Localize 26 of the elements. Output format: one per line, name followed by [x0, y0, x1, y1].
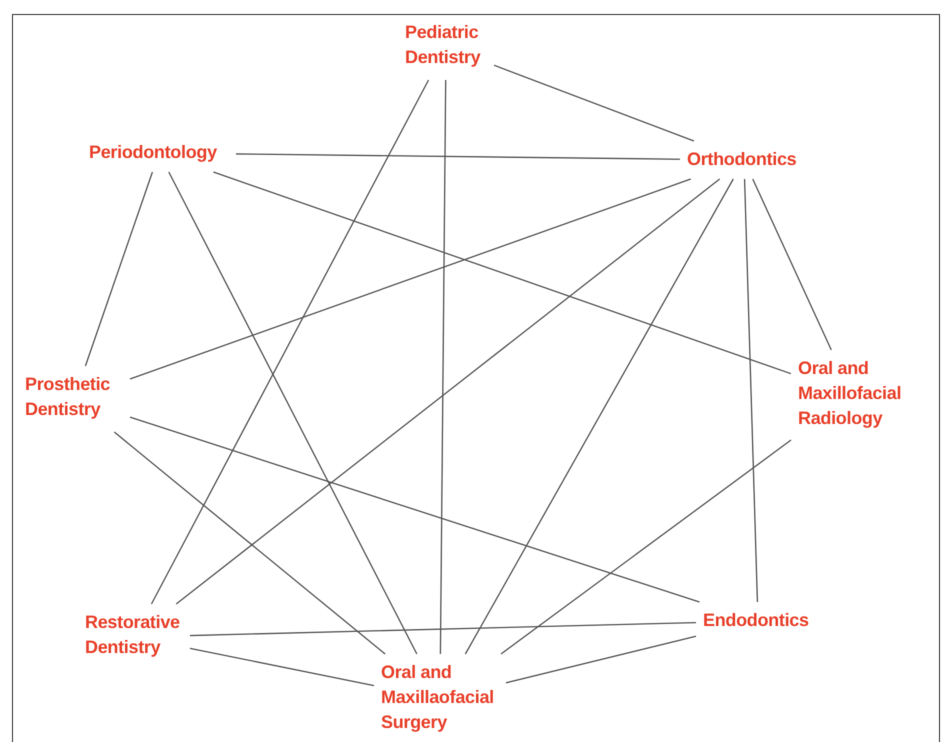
connector-line — [150, 80, 430, 604]
connector-line — [464, 178, 734, 654]
specialty-label: Prosthetic Dentistry — [25, 373, 112, 421]
connector-line — [440, 80, 446, 654]
connector-line — [506, 636, 696, 684]
specialty-label: Endodontics — [703, 609, 810, 632]
connector-line — [190, 622, 696, 636]
connector-line — [190, 648, 374, 686]
connector-line — [494, 64, 694, 142]
connector-line — [176, 178, 720, 605]
connector-line — [130, 416, 700, 603]
connector-line — [752, 178, 832, 350]
connector-line — [84, 172, 154, 366]
connector-line — [130, 178, 691, 380]
connector-line — [744, 178, 758, 602]
connector-line — [114, 432, 386, 654]
specialty-label: Restorative Dentistry — [85, 611, 181, 659]
connector-line — [236, 153, 680, 160]
specialty-label: Periodontology — [89, 141, 218, 164]
specialty-label: Orthodontics — [687, 148, 798, 171]
connector-line — [213, 171, 792, 374]
specialty-label: Pediatric Dentistry — [405, 21, 482, 69]
connector-line — [168, 172, 418, 654]
connector-line — [500, 439, 792, 655]
specialty-label: Oral and Maxillofacial Radiology — [798, 357, 902, 430]
specialty-label: Oral and Maxillaofacial Surgery — [381, 661, 495, 734]
